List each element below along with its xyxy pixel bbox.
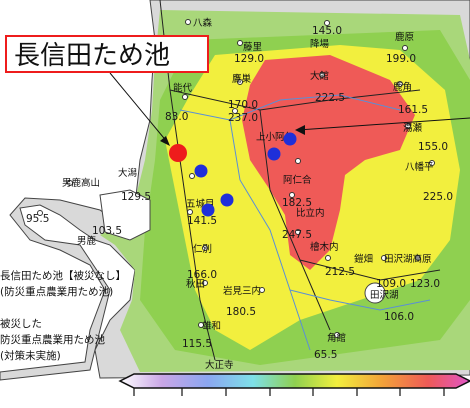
blue-pond-marker (283, 132, 297, 146)
value-label: 247.5 (282, 229, 312, 241)
value-label: 109.0 (376, 278, 406, 290)
place-label: 大正寺 (205, 359, 234, 371)
place-label: 男鹿高山 (62, 177, 100, 189)
place-label: 鹿原 (395, 31, 414, 43)
value-label: 106.0 (384, 311, 414, 323)
value-label: 166.0 (187, 269, 217, 281)
value-label: 222.5 (315, 92, 345, 104)
value-label: 123.0 (410, 278, 440, 290)
value-label: 83.0 (165, 111, 188, 123)
value-label: 199.0 (386, 53, 416, 65)
blue-pond-marker (220, 193, 234, 207)
place-label: 八森 (193, 17, 213, 29)
place-label: 湯瀬 (403, 122, 423, 134)
place-label: 檜木内 (310, 241, 339, 253)
value-label: 129.5 (121, 191, 151, 203)
place-label: 五城目 (186, 199, 215, 210)
blue-pond-marker (201, 203, 215, 217)
lake (99, 189, 151, 241)
title-box (5, 35, 209, 73)
place-label: 降場 (310, 38, 330, 50)
rivers (179, 94, 431, 351)
value-label: 180.5 (226, 306, 256, 318)
tazawako-lake (364, 282, 386, 304)
legend-red-line1: 長信田ため池【被災なし】 (0, 269, 126, 282)
place-label: 仁別 (193, 243, 212, 255)
place-label: 鎧畑 (354, 253, 373, 265)
place-label: 田沢湖 (370, 289, 399, 301)
place-label: 藤里 (243, 41, 262, 53)
value-label: 65.5 (314, 349, 337, 361)
legend-blue-line2: 防災重点農業用ため池 (0, 333, 105, 346)
value-label: 115.5 (182, 338, 212, 350)
place-label: 鷹巣 (232, 73, 252, 85)
legend-blue-line1: 被災した (0, 317, 42, 330)
value-label: 145.0 (312, 25, 342, 37)
blue-pond-marker (194, 164, 208, 178)
place-label: 岩見三内 (223, 285, 261, 297)
roads (159, 0, 441, 361)
value-label: 103.5 (92, 225, 122, 237)
value-label: 95.5 (26, 213, 49, 225)
page-title: 長信田ため池 (14, 41, 170, 71)
pointer-arrows (109, 72, 470, 146)
value-label: 212.5 (325, 266, 355, 278)
station-markers (37, 19, 435, 338)
value-label: 170.0 (228, 99, 258, 111)
place-label: 雄和 (202, 320, 221, 332)
value-label: 182.5 (282, 197, 312, 209)
legend-red-line2: (防災重点農業用ため池) (0, 285, 113, 298)
place-label: 田沢湖高原 (384, 253, 432, 265)
value-label: 161.5 (398, 104, 428, 116)
place-label: 八幡平 (405, 161, 434, 173)
place-label: 角館 (327, 332, 346, 344)
color-scale (118, 373, 470, 396)
place-label: 男鹿 (77, 235, 97, 247)
value-label: 237.0 (228, 112, 258, 124)
place-label: 大館 (310, 70, 329, 82)
blue-pond-marker (267, 147, 281, 161)
place-label: 鹿角 (393, 81, 412, 93)
value-label: 225.0 (423, 191, 453, 203)
place-label: 阿仁合 (283, 174, 312, 186)
place-label: 大潟 (118, 167, 137, 179)
place-label: 秋田 (186, 278, 205, 290)
value-label: 155.0 (418, 141, 448, 153)
place-label: 能代 (173, 82, 193, 94)
value-label: 141.5 (187, 215, 217, 227)
zone-red (242, 55, 415, 270)
place-label: 比立内 (296, 207, 325, 219)
value-label: 129.0 (234, 53, 264, 65)
red-pond-marker (169, 144, 187, 162)
legend: 長信田ため池【被災なし】 (防災重点農業用ため池) 被災した 防災重点農業用ため… (0, 269, 126, 362)
legend-blue-line3: (対策未実施) (0, 349, 61, 362)
